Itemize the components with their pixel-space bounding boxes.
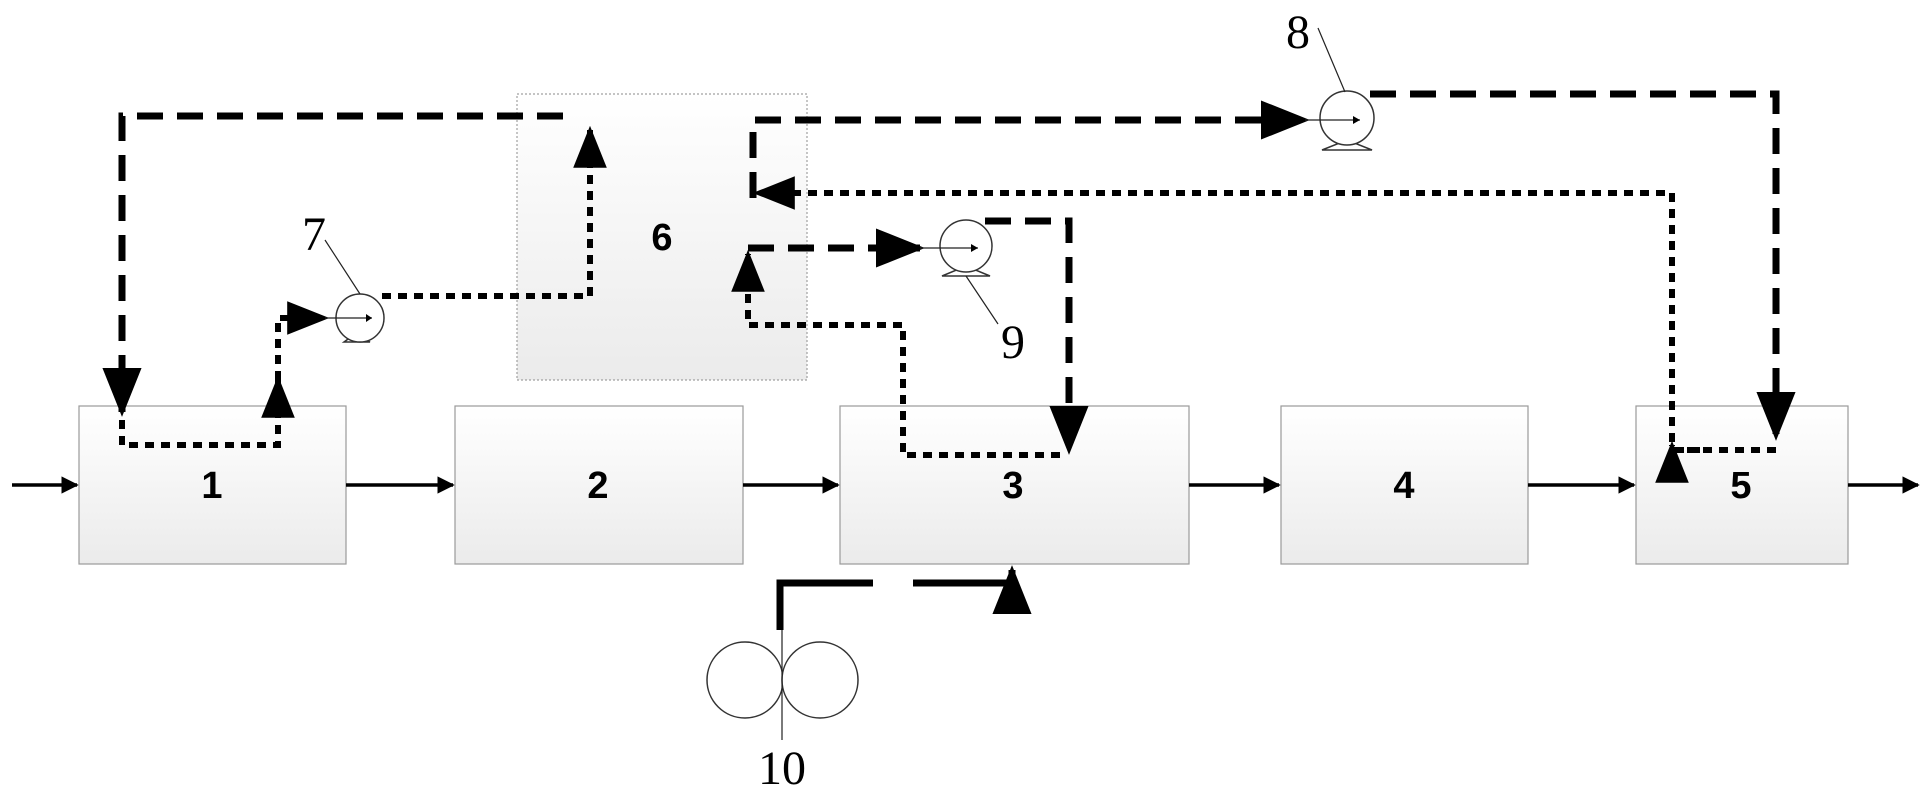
callout-line-8: [1317, 27, 1346, 93]
return-line-6-to-1: [102, 112, 563, 417]
line-pump9-to-3: [985, 217, 1089, 455]
pump-7-icon: [325, 293, 385, 343]
unit-box-2: [454, 405, 744, 565]
feed-line-pump7-to-6: [382, 125, 607, 299]
unit-label-1: 1: [201, 465, 222, 507]
line-3-to-6: [731, 249, 1060, 458]
callout-10: 10: [758, 742, 806, 795]
unit-box-1: [78, 405, 347, 565]
pump-9-icon: [920, 219, 993, 277]
unit-box-5: [1635, 405, 1849, 565]
pump-8-icon: [1305, 90, 1375, 151]
blower-10-icon: [706, 630, 859, 740]
callout-7: 7: [302, 208, 326, 261]
callout-line-9: [965, 275, 999, 325]
unit-box-4: [1280, 405, 1529, 565]
unit-box-6: [516, 93, 808, 381]
unit-label-3: 3: [1002, 465, 1023, 507]
line-6-to-pump8: [749, 100, 1310, 198]
return-line-5-to-6: [752, 176, 1776, 453]
feed-line-pump7-in: [275, 301, 330, 380]
unit-label-6: 6: [651, 217, 672, 259]
unit-box-3: [839, 405, 1190, 565]
callout-8: 8: [1286, 6, 1310, 59]
unit-label-2: 2: [587, 465, 608, 507]
unit-label-5: 5: [1730, 465, 1751, 507]
callout-9: 9: [1001, 316, 1025, 369]
air-line-10-to-3: [776, 565, 1032, 630]
line-pump8-to-5: [1370, 90, 1796, 441]
unit-label-4: 4: [1393, 465, 1414, 507]
callout-line-7: [324, 239, 361, 295]
feed-line-1-to-pump7: [119, 375, 295, 448]
